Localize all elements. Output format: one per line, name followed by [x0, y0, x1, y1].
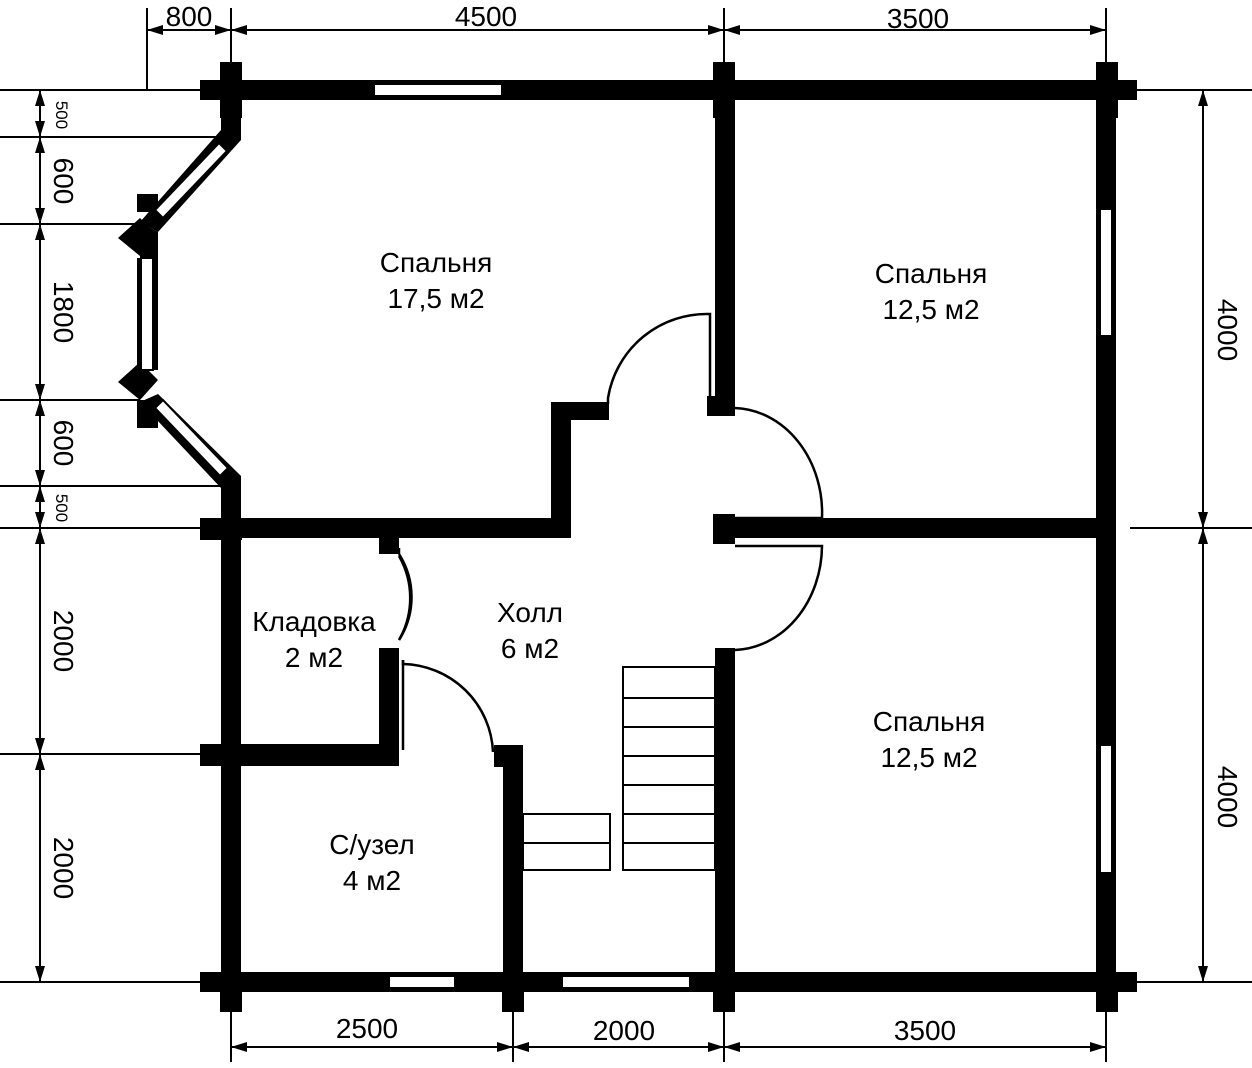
room-name-bedroom-bottom-right: Спальня	[873, 706, 986, 737]
window-right-bedroom-top	[1099, 208, 1113, 337]
room-name-storage: Кладовка	[252, 606, 376, 637]
dim-top-2: 4500	[455, 1, 517, 32]
door-right-bedroom-bottom	[734, 544, 824, 652]
door-storage-swing	[397, 555, 412, 641]
dimension-labels: 800 4500 3500 2500 2000 3500 500 600 180…	[48, 1, 1243, 1046]
window-bay-upper	[153, 141, 229, 220]
dim-right-1: 4000	[1212, 299, 1243, 361]
room-name-bedroom-top-right: Спальня	[875, 258, 988, 289]
dim-top-1: 800	[166, 1, 213, 32]
room-area-storage: 2 м2	[285, 642, 343, 673]
door-main-bedroom	[606, 312, 712, 404]
dim-top-3: 3500	[887, 3, 949, 34]
dim-right-2: 4000	[1212, 766, 1243, 828]
dim-left-4: 600	[48, 420, 79, 467]
room-name-hall: Холл	[497, 597, 563, 628]
window-right-bedroom-bottom	[1099, 744, 1113, 874]
window-hall	[561, 975, 691, 989]
extension-lines	[0, 8, 1252, 1062]
room-area-bedroom-bottom-right: 12,5 м2	[880, 742, 977, 773]
door-bathroom	[401, 660, 495, 753]
room-area-bathroom: 4 м2	[343, 865, 401, 896]
dim-bottom-1: 2500	[336, 1013, 398, 1044]
door-right-bedroom-top	[734, 406, 824, 520]
doors	[397, 312, 824, 753]
window-bay-center	[140, 257, 154, 371]
room-labels: Спальня 17,5 м2 Спальня 12,5 м2 Кладовка…	[252, 247, 987, 896]
dim-left-6: 2000	[48, 610, 79, 672]
window-top-bedroom	[373, 83, 503, 97]
stairs	[522, 666, 716, 871]
room-name-bedroom-main: Спальня	[380, 247, 493, 278]
room-area-bedroom-main: 17,5 м2	[387, 283, 484, 314]
dim-left-7: 2000	[48, 837, 79, 899]
dim-left-3: 1800	[48, 281, 79, 343]
dimension-arrows	[35, 25, 1208, 1052]
dim-left-5: 500	[52, 494, 71, 522]
dim-left-2: 600	[48, 158, 79, 205]
windows	[140, 83, 1113, 989]
dim-bottom-3: 3500	[894, 1015, 956, 1046]
room-area-bedroom-top-right: 12,5 м2	[882, 294, 979, 325]
window-bay-lower	[153, 398, 230, 478]
window-bathroom	[388, 975, 456, 989]
dim-left-1: 500	[52, 101, 71, 129]
dim-bottom-2: 2000	[593, 1015, 655, 1046]
room-name-bathroom: С/узел	[329, 829, 415, 860]
room-area-hall: 6 м2	[501, 633, 559, 664]
